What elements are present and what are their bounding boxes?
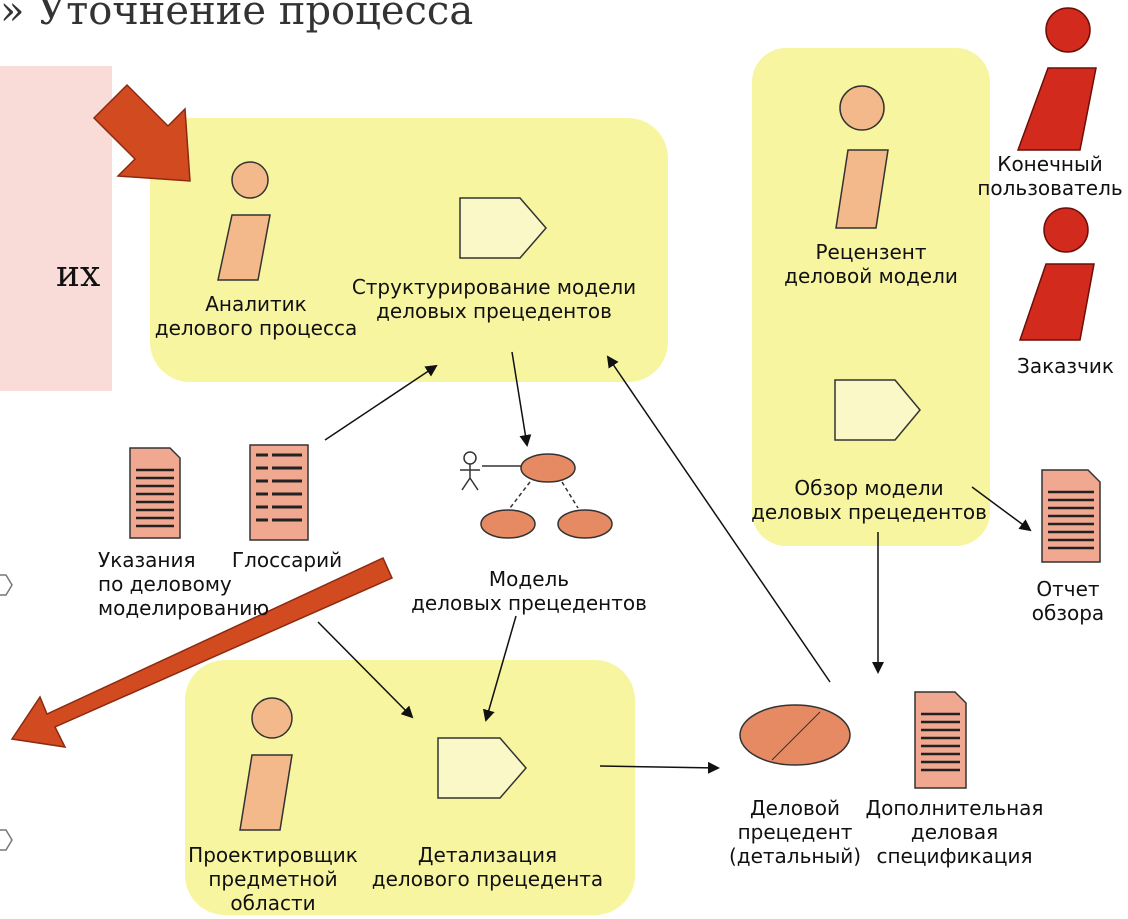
stakeholder-icon-customer xyxy=(1018,207,1095,341)
flow-arrow-detail-to-use-case xyxy=(599,761,720,774)
activity-label-review: Обзор модели деловых прецедентов xyxy=(751,476,987,524)
worker-icon-reviewer xyxy=(835,85,889,229)
document-icon-guidelines xyxy=(129,447,181,539)
left-edge-marker-2 xyxy=(0,829,13,851)
flow-arrow-use-case-to-structure xyxy=(606,355,831,683)
flow-arrow-model-to-detail xyxy=(483,615,517,722)
activity-icon-detail xyxy=(437,737,527,799)
artifact-label-review-report: Отчет обзора xyxy=(1031,577,1105,625)
worker-label-designer: Проектировщик предметной области xyxy=(188,843,358,915)
use-case-icon xyxy=(739,704,851,766)
document-icon-review-report xyxy=(1041,469,1101,563)
activity-icon-structure xyxy=(459,197,547,259)
activity-label-structure: Структурирование модели деловых прецеден… xyxy=(351,275,637,323)
stakeholder-icon-end-user xyxy=(1016,7,1097,151)
worker-label-reviewer: Рецензент деловой модели xyxy=(784,240,958,288)
use-case-icon-slash xyxy=(771,711,821,761)
flow-arrow-structure-to-model xyxy=(511,351,532,447)
use-case-model-icon xyxy=(460,451,613,539)
artifact-label-use-case: Деловой прецедент (детальный) xyxy=(728,796,862,868)
zone-detail xyxy=(185,660,635,915)
artifact-label-supplementary: Дополнительная деловая спецификация xyxy=(865,796,1044,868)
stakeholder-label-customer: Заказчик xyxy=(1017,354,1114,378)
flow-arrow-glossary-to-structure xyxy=(324,364,438,441)
artifact-label-model: Модель деловых прецедентов xyxy=(411,567,647,615)
activity-label-detail: Детализация делового прецедента xyxy=(371,843,604,891)
flow-arrow-glossary-to-detail xyxy=(317,621,414,719)
document-icon-glossary xyxy=(249,444,309,541)
side-panel-text: их xyxy=(56,254,101,295)
activity-icon-review xyxy=(834,379,921,441)
left-edge-marker-1 xyxy=(0,574,13,596)
artifact-label-glossary: Глоссарий xyxy=(231,548,343,572)
zone-review xyxy=(752,48,990,546)
document-icon-supplementary xyxy=(914,691,967,789)
callout-arrow-top xyxy=(92,83,191,182)
artifact-label-guidelines: Указания по деловому моделированию xyxy=(98,548,270,620)
slide-title-fragment: » Уточнение процесса xyxy=(0,0,474,34)
worker-icon-designer xyxy=(239,697,293,831)
stakeholder-label-end-user: Конечный пользователь xyxy=(977,152,1123,200)
zone-structure xyxy=(150,118,668,382)
flow-arrow-review-to-report xyxy=(971,486,1032,532)
worker-icon-analyst xyxy=(217,161,271,281)
side-panel xyxy=(0,66,112,391)
worker-label-analyst: Аналитик делового процесса xyxy=(154,292,358,340)
callout-arrow-bottom xyxy=(10,557,393,748)
